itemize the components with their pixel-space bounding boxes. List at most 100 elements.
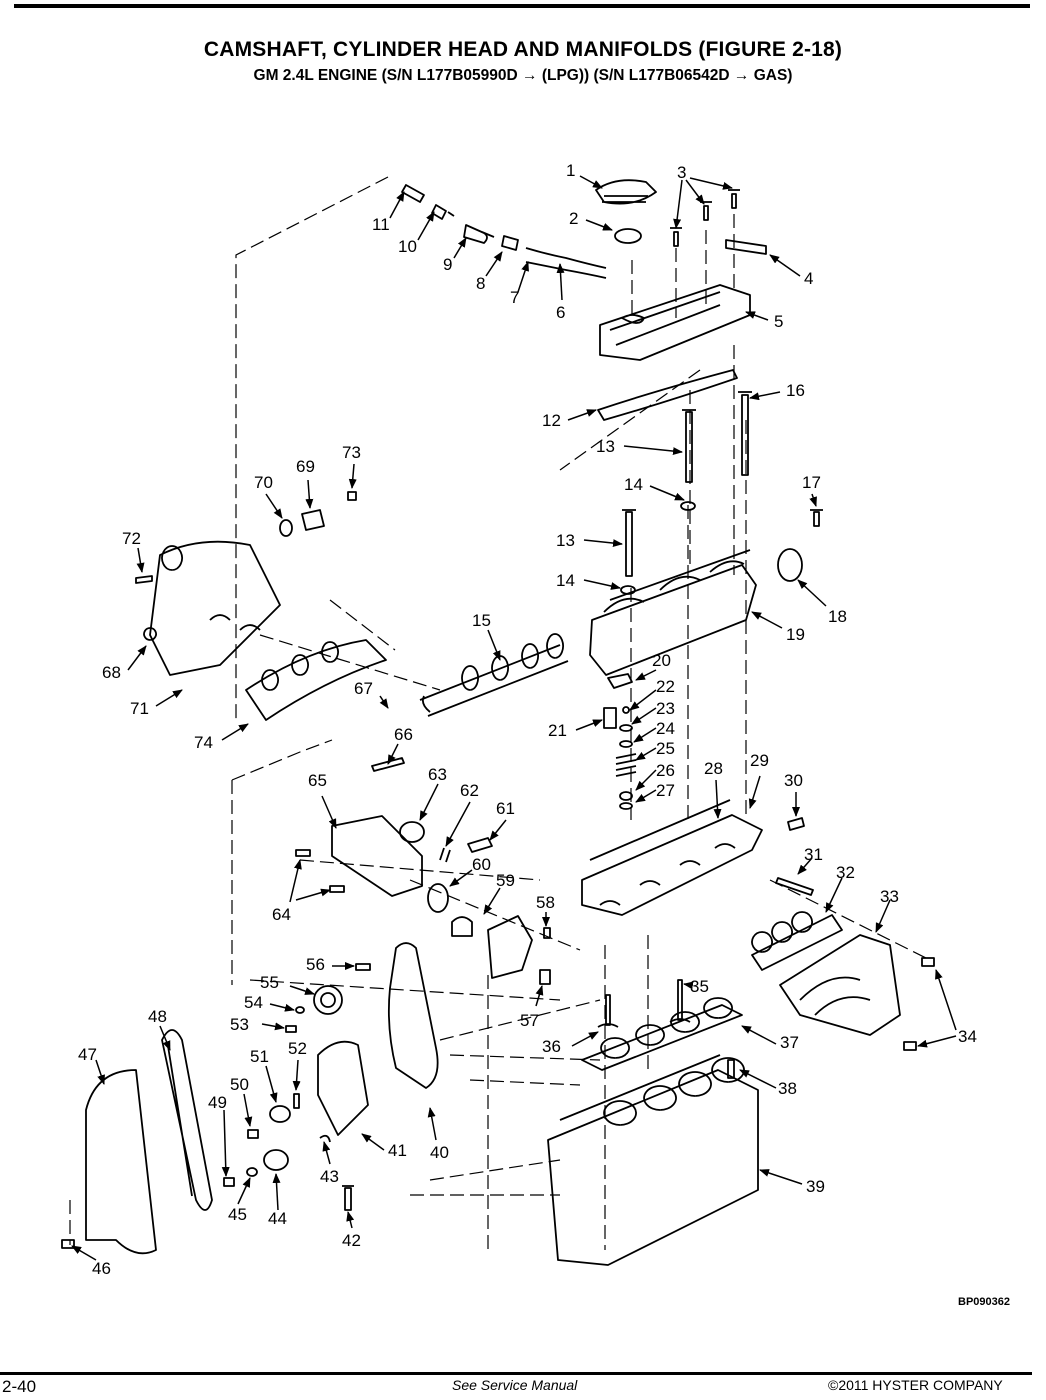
callout-17: 17 xyxy=(802,473,821,492)
bolt-washer-1 xyxy=(680,501,696,511)
thermostat xyxy=(451,916,473,937)
callout-11: 11 xyxy=(372,215,390,234)
callout-61: 61 xyxy=(496,799,515,818)
camshaft-housing xyxy=(589,549,757,676)
callout-46: 46 xyxy=(92,1259,111,1278)
callout-51: 51 xyxy=(250,1047,269,1066)
intake-gasket xyxy=(245,639,387,721)
callout-25: 25 xyxy=(656,739,675,758)
callout-18: 18 xyxy=(828,607,847,626)
tensioner-bracket xyxy=(317,1040,369,1136)
callout-2: 2 xyxy=(569,209,578,228)
water-outlet-seal xyxy=(399,821,425,843)
egr-flange xyxy=(301,509,325,531)
oil-cap-seal xyxy=(614,228,642,244)
callout-44: 44 xyxy=(268,1209,287,1228)
temperature-sensor xyxy=(787,817,805,831)
callout-60: 60 xyxy=(472,855,491,874)
callout-65: 65 xyxy=(308,771,327,790)
housing-screw xyxy=(810,509,823,527)
thermostat-bolt xyxy=(543,927,551,939)
water-outlet xyxy=(331,815,423,897)
tensioner-stud xyxy=(293,1093,300,1109)
callout-10: 10 xyxy=(398,237,417,256)
callout-1: 1 xyxy=(566,161,575,180)
cover-bolt-1 xyxy=(670,227,682,247)
exhaust-manifold xyxy=(779,934,901,1036)
callout-45: 45 xyxy=(228,1205,247,1224)
callout-7: 7 xyxy=(510,288,519,307)
callout-68: 68 xyxy=(102,663,121,682)
callout-71: 71 xyxy=(130,699,149,718)
callout-64: 64 xyxy=(272,905,291,924)
manifold-nut-2 xyxy=(903,1041,917,1051)
alignment-lines xyxy=(69,176,931,1250)
valve-seal xyxy=(619,791,633,801)
callout-5: 5 xyxy=(774,312,783,331)
service-manual-note: See Service Manual xyxy=(452,1377,578,1393)
callout-14b: 14 xyxy=(556,571,575,590)
bottom-rule xyxy=(0,1372,1032,1375)
callout-49: 49 xyxy=(208,1093,227,1112)
bracket-bolt xyxy=(342,1185,354,1211)
callout-57: 57 xyxy=(520,1011,539,1030)
callout-8: 8 xyxy=(476,274,485,293)
callout-19: 19 xyxy=(786,625,805,644)
belt-tensioner xyxy=(269,1105,291,1123)
callout-55: 55 xyxy=(260,973,279,992)
copyright: ©2011 HYSTER COMPANY xyxy=(828,1377,1003,1393)
callout-27: 27 xyxy=(656,781,675,800)
retaining-clip xyxy=(319,1134,331,1143)
egr-gasket xyxy=(279,519,293,537)
callout-56: 56 xyxy=(306,955,325,974)
tensioner-bolt xyxy=(247,1129,259,1139)
guide-pin xyxy=(439,847,451,863)
callout-numbers: 1 2 3 4 5 6 7 8 9 10 11 12 13 13 14 14 1… xyxy=(78,161,977,1278)
callout-29: 29 xyxy=(750,751,769,770)
callout-74: 74 xyxy=(194,733,213,752)
camshaft-cover xyxy=(599,284,751,361)
coolant-fitting xyxy=(467,837,493,853)
callout-3: 3 xyxy=(677,163,686,182)
callout-63: 63 xyxy=(428,765,447,784)
callout-72: 72 xyxy=(122,529,141,548)
outlet-bolt-2 xyxy=(329,885,345,893)
intake-manifold xyxy=(149,540,281,676)
callout-54: 54 xyxy=(244,993,263,1012)
timing-front-cover xyxy=(85,1069,157,1255)
callout-43: 43 xyxy=(320,1167,339,1186)
callout-40: 40 xyxy=(430,1143,449,1162)
engine-block xyxy=(547,1054,759,1266)
coolant-sensor xyxy=(539,969,551,985)
valve-spring xyxy=(615,753,637,777)
callout-52: 52 xyxy=(288,1039,307,1058)
top-rule xyxy=(14,4,1030,8)
spring-cap xyxy=(619,740,633,748)
figure-title: CAMSHAFT, CYLINDER HEAD AND MANIFOLDS (F… xyxy=(203,38,843,61)
timing-rear-cover xyxy=(387,942,439,1089)
callout-22: 22 xyxy=(656,677,675,696)
timing-belt xyxy=(161,1029,213,1211)
thermostat-housing xyxy=(487,915,533,979)
callout-6: 6 xyxy=(556,303,565,322)
rocker-arm xyxy=(607,673,633,689)
callout-24: 24 xyxy=(656,719,675,738)
figure-id: BP090362 xyxy=(958,1296,1010,1308)
callout-leaders xyxy=(71,175,957,1261)
callout-13a: 13 xyxy=(596,437,615,456)
cover-bolt-49 xyxy=(223,1177,235,1187)
callout-23: 23 xyxy=(656,699,675,718)
breather-hose-group xyxy=(401,184,607,279)
callout-50: 50 xyxy=(230,1075,249,1094)
callout-53: 53 xyxy=(230,1015,249,1034)
manifold-nut-1 xyxy=(921,957,935,967)
callout-41: 41 xyxy=(388,1141,407,1160)
idler-pulley xyxy=(263,1149,289,1171)
callout-31: 31 xyxy=(804,845,823,864)
page-number: 2-40 xyxy=(2,1377,37,1396)
outlet-bolt-1 xyxy=(295,849,311,857)
callout-58: 58 xyxy=(536,893,555,912)
callout-16: 16 xyxy=(786,381,805,400)
intake-valve xyxy=(597,994,619,1028)
manifold-stud xyxy=(135,575,153,584)
